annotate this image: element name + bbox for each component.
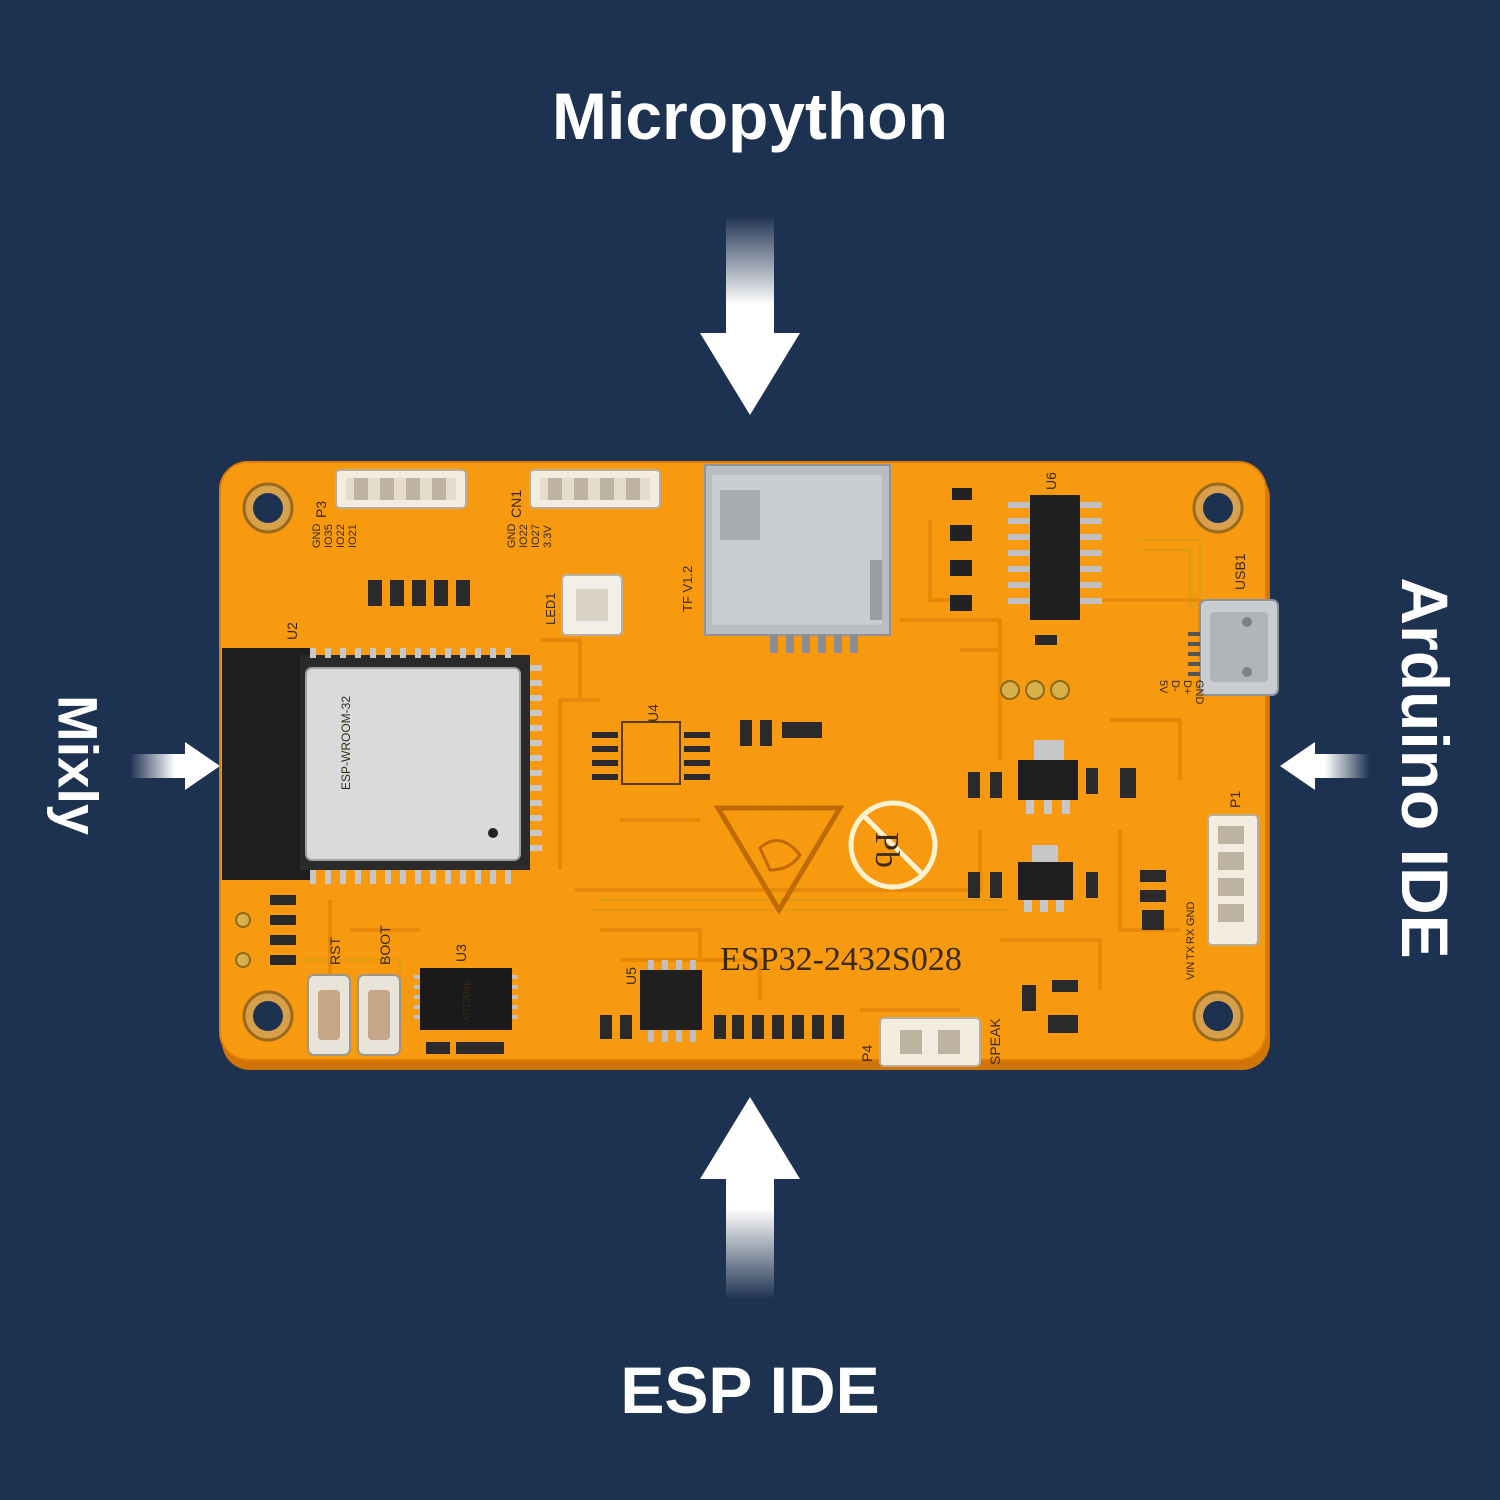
silk-usb-pin: GND bbox=[1193, 680, 1205, 705]
silk-tf-version: TF V1.2 bbox=[680, 566, 695, 612]
silk-p1-pin: TX bbox=[1185, 945, 1197, 960]
rst-button bbox=[307, 974, 351, 1056]
arrow-right-icon bbox=[130, 742, 220, 790]
boot-button bbox=[357, 974, 401, 1056]
silk-cn1-pin: IO22 bbox=[518, 524, 530, 548]
silk-p3-pin: IO35 bbox=[323, 524, 335, 548]
silk-speak: SPEAK bbox=[987, 1018, 1003, 1065]
silk-p1-pin: VIN bbox=[1185, 962, 1197, 980]
silk-p4: P4 bbox=[859, 1045, 875, 1062]
connector-p3 bbox=[335, 469, 467, 509]
arrow-down-icon bbox=[700, 215, 800, 415]
silk-p3-pin: GND bbox=[311, 524, 323, 549]
arrow-up-icon bbox=[700, 1097, 800, 1300]
silk-p1: P1 bbox=[1227, 791, 1243, 808]
regulator-u1 bbox=[1018, 740, 1078, 814]
recycle-warning-icon bbox=[713, 805, 845, 915]
label-esp-ide: ESP IDE bbox=[620, 1353, 880, 1427]
silk-p3-pin: IO22 bbox=[335, 524, 347, 548]
regulator-u7 bbox=[1018, 845, 1073, 912]
silk-boot: BOOT bbox=[377, 925, 393, 965]
silk-u3: U3 bbox=[453, 944, 469, 962]
board-model-label: ESP32-2432S028 bbox=[720, 941, 962, 978]
silk-p3: P3 bbox=[313, 501, 329, 518]
silk-p3-pin: IO21 bbox=[347, 524, 359, 548]
silk-usb1: USB1 bbox=[1232, 553, 1248, 590]
silk-usb-pin: D+ bbox=[1181, 680, 1193, 694]
silk-cn1: CN1 bbox=[508, 490, 524, 518]
chip-u3-label: XPT2046 bbox=[462, 980, 473, 1022]
silk-usb-pin: D- bbox=[1169, 680, 1181, 692]
mounting-holes bbox=[242, 482, 1244, 1042]
lead-free-icon bbox=[848, 800, 938, 890]
silk-led1: LED1 bbox=[543, 592, 558, 625]
silk-cn1-pin: GND bbox=[506, 524, 518, 549]
chip-u4 bbox=[592, 721, 710, 785]
tf-card-slot bbox=[704, 464, 891, 653]
module-label: ESP-WROOM-32 bbox=[339, 696, 353, 790]
silk-u4: U4 bbox=[645, 704, 661, 722]
esp-wroom-32-module bbox=[222, 648, 542, 884]
silk-p1-pin: RX bbox=[1185, 928, 1197, 944]
connector-p1 bbox=[1207, 814, 1259, 946]
arrow-left-icon bbox=[1280, 742, 1370, 790]
chip-u5 bbox=[640, 960, 702, 1042]
silk-cn1-pin: IO27 bbox=[530, 524, 542, 548]
silk-rst: RST bbox=[327, 937, 343, 965]
connector-p4-speaker bbox=[879, 1017, 981, 1067]
label-micropython: Micropython bbox=[552, 79, 948, 153]
connector-cn1 bbox=[529, 469, 661, 509]
chip-u3-xpt2046 bbox=[414, 968, 518, 1030]
silk-p1-pin: GND bbox=[1185, 902, 1197, 927]
silk-u6: U6 bbox=[1043, 472, 1059, 490]
silk-cn1-pin: 3.3V bbox=[542, 525, 554, 548]
usb-connector bbox=[1188, 599, 1279, 696]
silk-u5: U5 bbox=[623, 967, 639, 985]
resistor-row bbox=[368, 580, 470, 606]
silk-usb-pin: 5V bbox=[1157, 680, 1169, 694]
silk-u2: U2 bbox=[284, 622, 300, 640]
svg-text:Pb: Pb bbox=[868, 832, 905, 868]
chip-u6 bbox=[1008, 495, 1102, 620]
